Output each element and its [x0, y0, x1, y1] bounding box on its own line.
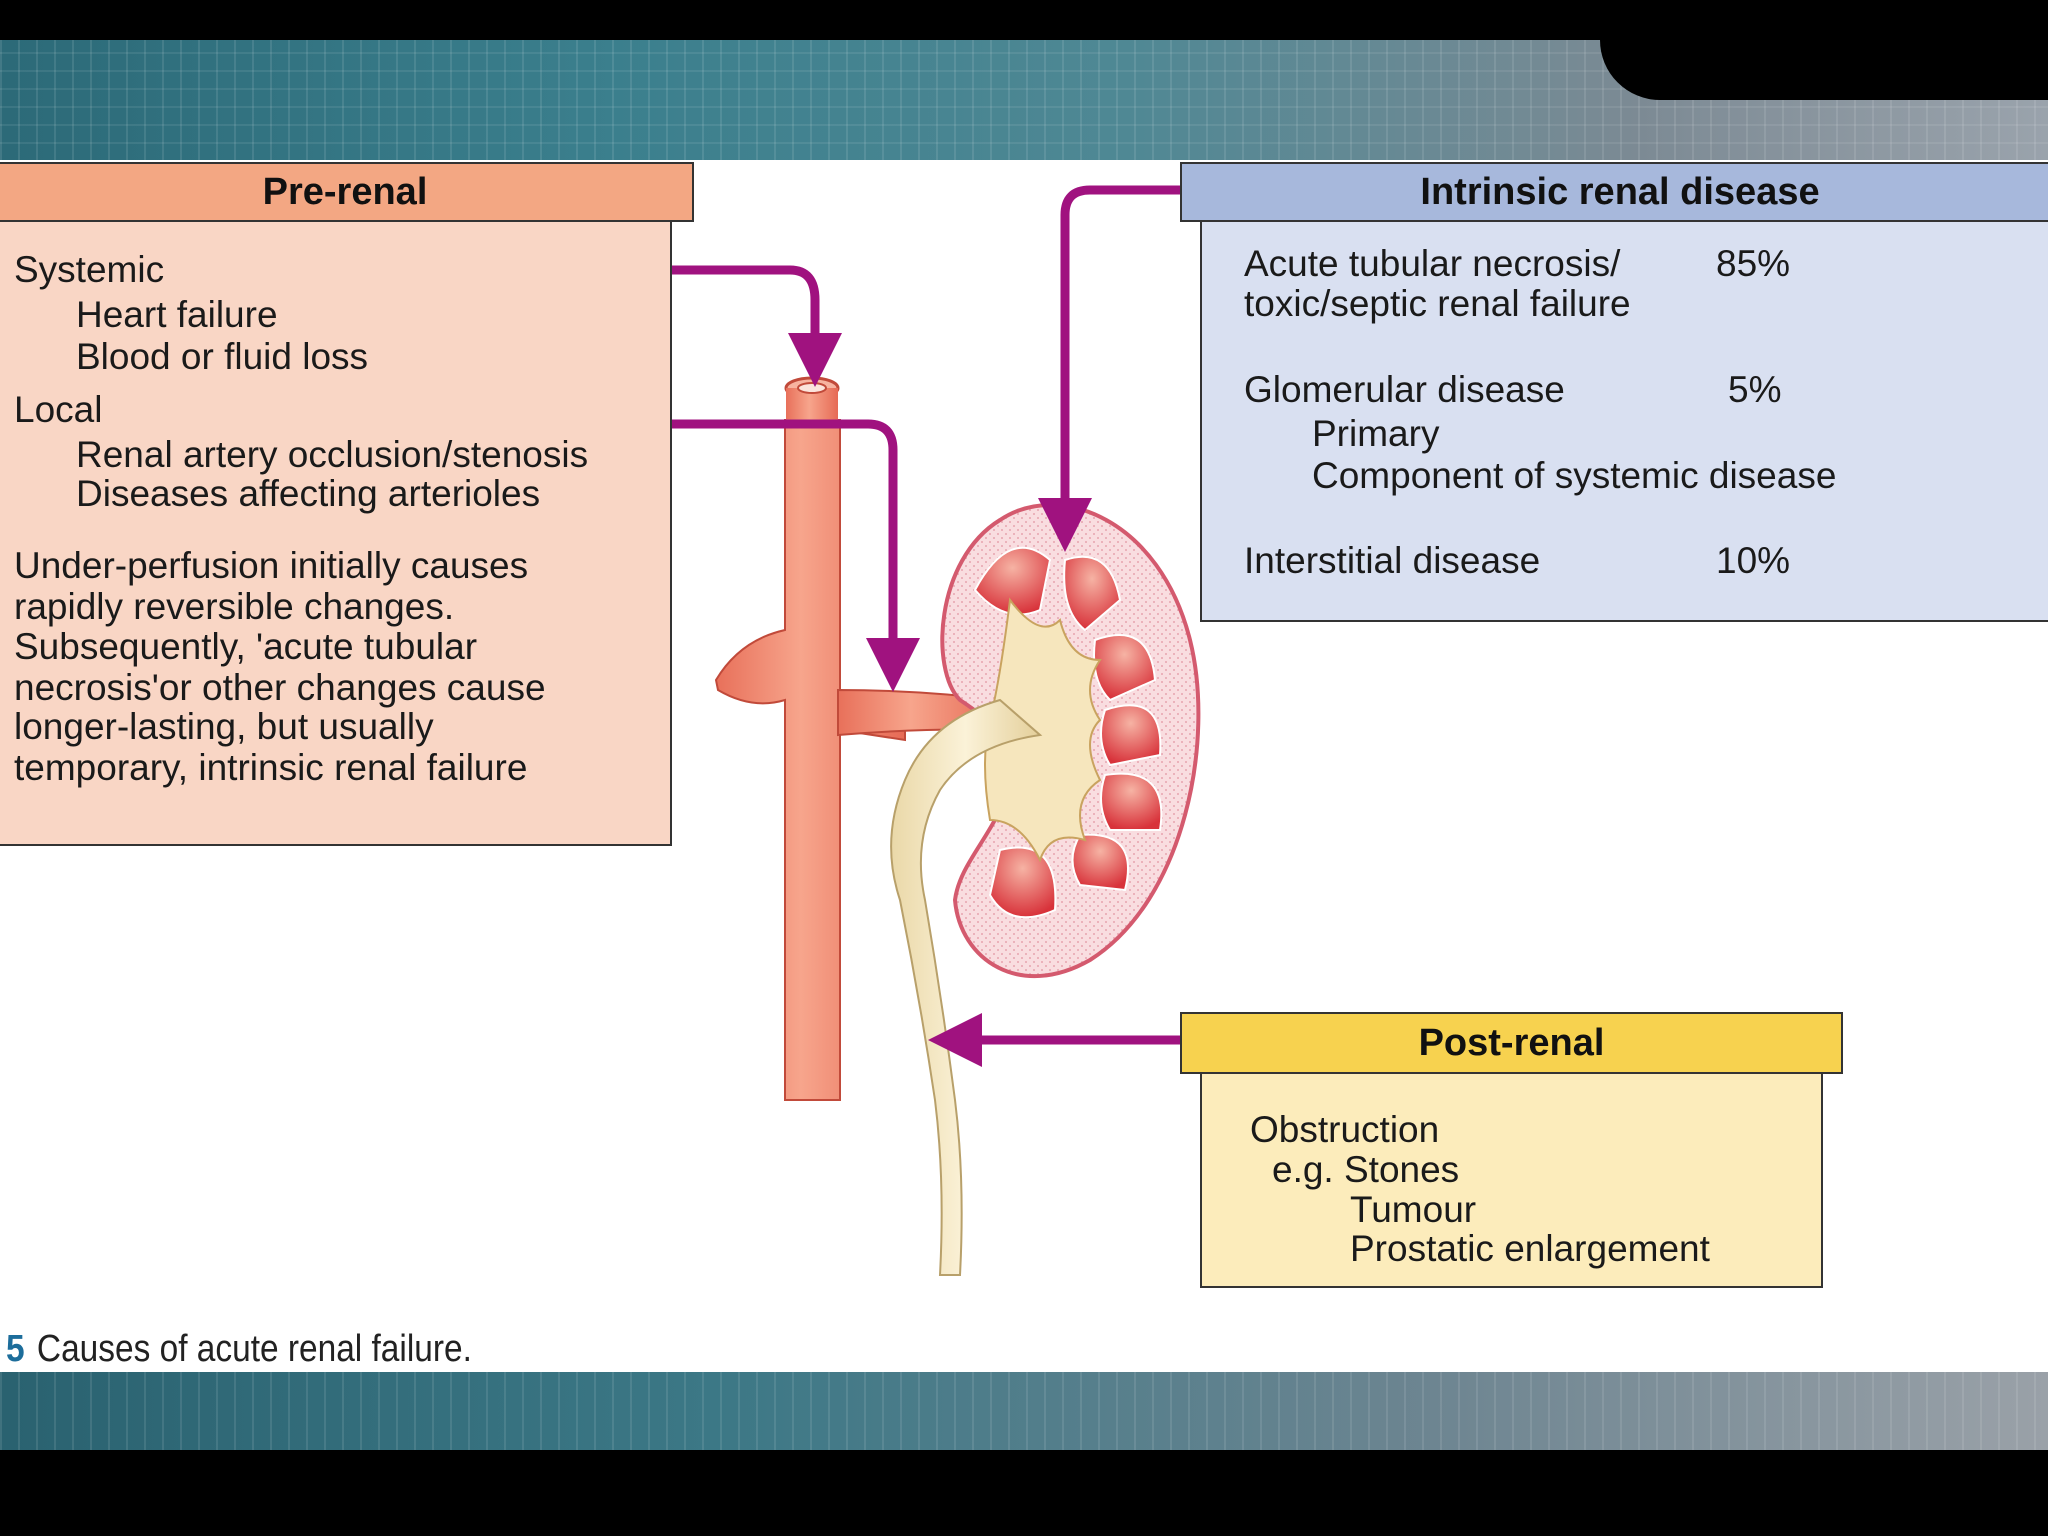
intrinsic-header: Intrinsic renal disease [1180, 162, 2048, 222]
atn-line: toxic/septic renal failure [1244, 283, 1631, 324]
interstitial-label: Interstitial disease [1244, 540, 1541, 581]
prerenal-note-line: longer-lasting, but usually [14, 706, 434, 747]
glomerular-item: Primary [1312, 413, 1440, 454]
bottom-decorative-banner [0, 1372, 2048, 1450]
top-black-bar [0, 0, 2048, 40]
systemic-item: Blood or fluid loss [76, 336, 369, 377]
bottom-black-bar [0, 1450, 2048, 1536]
interstitial-percent: 10% [1716, 540, 1791, 581]
glomerular-item: Component of systemic disease [1312, 455, 1837, 496]
prerenal-note-line: Under-perfusion initially causes [14, 545, 529, 586]
local-item: Diseases affecting arterioles [76, 473, 541, 514]
ureter [890, 698, 1043, 1276]
prerenal-note-line: Subsequently, 'acute tubular [14, 626, 478, 667]
postrenal-line: Tumour [1350, 1189, 1477, 1230]
atn-line: Acute tubular necrosis/ [1244, 243, 1621, 284]
prerenal-header: Pre-renal [0, 162, 694, 222]
figure-number: 5 [6, 1328, 25, 1370]
glomerular-label: Glomerular disease [1244, 369, 1565, 410]
systemic-item: Heart failure [76, 294, 278, 335]
postrenal-line: Prostatic enlargement [1350, 1228, 1710, 1269]
local-label: Local [14, 389, 103, 430]
prerenal-panel [0, 220, 672, 846]
prerenal-note-line: rapidly reversible changes. [14, 586, 455, 627]
prerenal-note-line: necrosis'or other changes cause [14, 667, 546, 708]
postrenal-header: Post-renal [1180, 1012, 1843, 1074]
prerenal-note-line: temporary, intrinsic renal failure [14, 747, 528, 788]
intrinsic-panel [1200, 220, 2048, 622]
banner-notch [1600, 40, 2048, 100]
atn-percent: 85% [1716, 243, 1791, 284]
local-item: Renal artery occlusion/stenosis [76, 434, 589, 475]
arrow-systemic [597, 265, 842, 387]
postrenal-line: Obstruction [1250, 1109, 1440, 1150]
kidney [940, 503, 1201, 979]
postrenal-line: e.g. Stones [1272, 1149, 1460, 1190]
figure-caption: 5 Causes of acute renal failure. [6, 1328, 472, 1371]
glomerular-percent: 5% [1728, 369, 1782, 410]
arrow-local [597, 419, 920, 692]
arrow-intrinsic [1038, 185, 1223, 552]
systemic-label: Systemic [14, 249, 165, 290]
figure-caption-text: Causes of acute renal failure. [36, 1328, 472, 1370]
